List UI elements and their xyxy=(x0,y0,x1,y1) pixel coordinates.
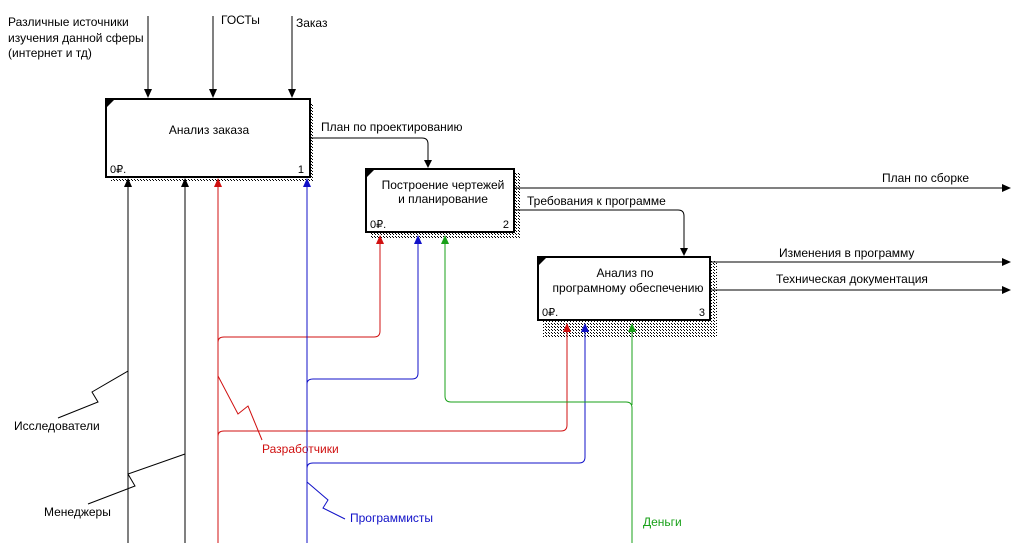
arrow-program-changes[interactable] xyxy=(710,258,1011,266)
label-program-changes: Изменения в программу xyxy=(779,246,914,260)
arrow-program-requirements[interactable] xyxy=(514,209,688,256)
mechanism-arrow-programmers[interactable] xyxy=(303,178,589,543)
block-box xyxy=(537,256,711,321)
mechanism-arrow-researchers[interactable] xyxy=(57,178,132,543)
block-number: 1 xyxy=(298,164,304,176)
control-arrow-gosts[interactable] xyxy=(209,16,217,98)
arrow-assembly-plan[interactable] xyxy=(514,184,1011,192)
block-cost: 0₽. xyxy=(542,307,558,319)
activity-block-3[interactable]: Анализ по програмному обеспечению 0₽. 3 xyxy=(537,256,717,337)
activity-block-1[interactable]: Анализ заказа 0₽. 1 xyxy=(105,98,313,181)
label-developers: Разработчики xyxy=(262,442,339,456)
block-title-line2: програмному обеспечению xyxy=(553,281,704,295)
label-gosts: ГОСТы xyxy=(221,13,260,27)
block-cost: 0₽. xyxy=(110,164,126,176)
label-assembly-plan: План по сборке xyxy=(882,171,969,185)
block-number: 3 xyxy=(699,307,705,319)
block-box xyxy=(105,98,311,178)
label-design-plan: План по проектированию xyxy=(321,120,462,134)
corner-mark xyxy=(366,169,375,178)
control-arrow-order[interactable] xyxy=(288,16,296,98)
mechanism-arrow-managers[interactable] xyxy=(87,178,189,543)
label-program-requirements: Требования к программе xyxy=(527,194,666,208)
block-title: Анализ заказа xyxy=(169,123,250,137)
block-cost: 0₽. xyxy=(370,219,386,231)
label-researchers: Исследователи xyxy=(14,419,100,433)
corner-mark xyxy=(538,257,547,266)
label-programmers: Программисты xyxy=(350,511,433,525)
block-title: Анализ по xyxy=(596,266,653,280)
block-number: 2 xyxy=(503,219,509,231)
label-order: Заказ xyxy=(296,16,328,30)
mechanism-arrow-developers[interactable] xyxy=(214,178,571,543)
control-arrow-sources[interactable] xyxy=(144,16,152,98)
block-title: Построение чертежей xyxy=(382,178,505,192)
arrow-design-plan[interactable] xyxy=(310,137,432,168)
label-managers: Менеджеры xyxy=(44,505,111,519)
mechanism-arrow-money[interactable] xyxy=(441,235,636,543)
label-sources-line2: изучения данной сферы xyxy=(8,31,144,45)
label-money: Деньги xyxy=(643,515,682,529)
label-tech-docs: Техническая документация xyxy=(776,272,928,286)
label-sources-line1: Различные источники xyxy=(8,15,129,29)
label-sources-line3: (интернет и тд) xyxy=(8,46,92,60)
activity-block-2[interactable]: Построение чертежей и планирование 0₽. 2 xyxy=(365,168,520,239)
arrow-tech-docs[interactable] xyxy=(710,286,1011,294)
block-box xyxy=(365,168,515,233)
block-title-line2: и планирование xyxy=(398,192,488,206)
corner-mark xyxy=(106,99,115,108)
